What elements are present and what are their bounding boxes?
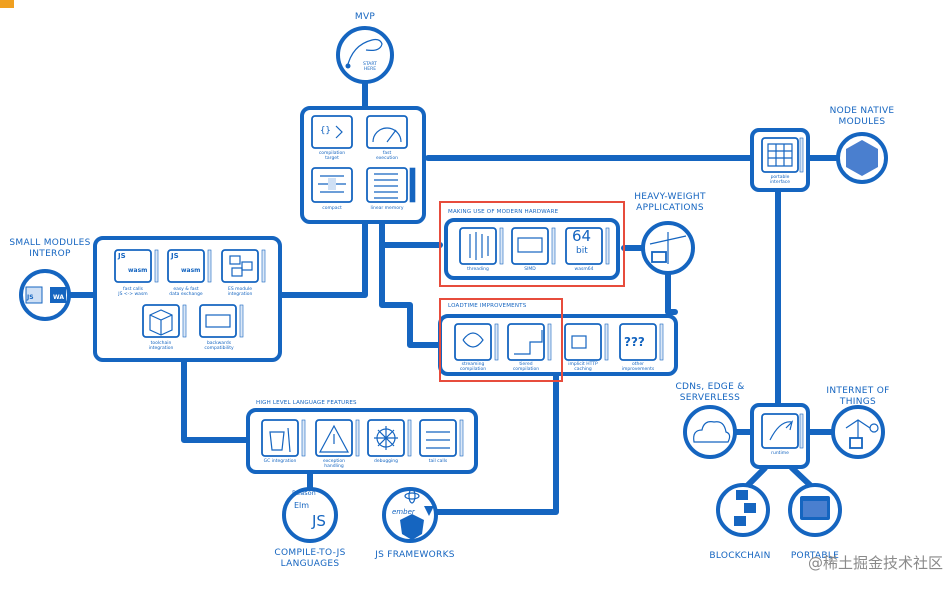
- heavy-weight-circle: [641, 221, 695, 275]
- mvp-circle: [336, 26, 394, 84]
- caption-fast-execution: fast execution: [376, 151, 398, 161]
- label-node-native: NODE NATIVE MODULES: [829, 106, 895, 127]
- wasm-icon-text: wasm: [128, 267, 148, 274]
- section-high-level: HIGH LEVEL LANGUAGE FEATURES: [256, 400, 357, 406]
- caption-simd: SIMD: [524, 267, 536, 272]
- js-icon-text-2: JS: [171, 252, 179, 260]
- caption-backwards: backwards compatibility: [204, 341, 234, 351]
- caption-debugging: debugging: [373, 459, 398, 464]
- qqq-icon-text: ???: [624, 335, 645, 349]
- caption-wasm64: wasm64: [574, 267, 594, 272]
- js-big-text: JS: [312, 512, 326, 530]
- js-frameworks-circle: [382, 487, 438, 543]
- section-modern-hardware: MAKING USE OF MODERN HARDWARE: [448, 209, 559, 215]
- mvp-box: {}: [300, 106, 426, 224]
- wasm-icon-text-2: wasm: [181, 267, 201, 274]
- js-icon-text: JS: [118, 252, 126, 260]
- label-portable: PORTABLE: [790, 551, 840, 561]
- wa-interop-text: WA: [53, 294, 64, 301]
- caption-implicit-http: implicit HTTP caching: [568, 362, 598, 372]
- loadtime-group: [438, 298, 678, 382]
- label-compile-to-js: COMPILE-TO-JS LANGUAGES: [274, 548, 346, 569]
- svg-text:{}: {}: [320, 126, 331, 136]
- caption-easy-data: easy & fast data exchange: [169, 287, 203, 297]
- caption-tail-calls: tail calls: [428, 459, 448, 464]
- reason-text: Reason: [292, 489, 316, 497]
- label-small-modules: SMALL MODULES INTEROP: [9, 238, 91, 259]
- elm-text: Elm: [294, 501, 310, 510]
- label-heavy-weight: HEAVY-WEIGHT APPLICATIONS: [634, 192, 706, 213]
- small-modules-circle: [19, 269, 71, 321]
- caption-portable-interface: portable interface: [769, 175, 791, 185]
- caption-runtime: runtime: [771, 451, 789, 456]
- section-loadtime: LOADTIME IMPROVEMENTS: [448, 303, 527, 309]
- watermark: @稀土掘金技术社区: [807, 554, 943, 572]
- label-mvp: MVP: [354, 12, 376, 22]
- blockchain-circle: [716, 483, 770, 537]
- caption-start-here: START HERE: [363, 62, 377, 72]
- node-native-circle: [836, 132, 888, 184]
- cdns-circle: [683, 405, 737, 459]
- caption-fast-calls: fast calls JS <-> wasm: [118, 287, 148, 297]
- portable-circle: [788, 483, 842, 537]
- ember-text: ember: [392, 508, 415, 516]
- label-cdns: CDNs, EDGE & SERVERLESS: [675, 382, 745, 403]
- runtime-box: [750, 403, 810, 469]
- caption-es-module: ES module integration: [227, 287, 253, 297]
- iot-circle: [831, 405, 885, 459]
- label-blockchain: BLOCKCHAIN: [709, 551, 771, 561]
- caption-exception: exception handling: [323, 459, 345, 469]
- caption-compile-target: compilation target: [318, 151, 346, 161]
- caption-toolchain: toolchain integration: [148, 341, 174, 351]
- high-level-features-box: [246, 408, 478, 474]
- caption-compact: compact: [322, 206, 342, 211]
- js-interop-text: JS: [27, 294, 34, 301]
- caption-linear-memory: linear memory: [370, 206, 404, 211]
- connector-lines: [65, 79, 843, 515]
- label-js-frameworks: JS FRAMEWORKS: [375, 550, 455, 560]
- node-native-box: [750, 128, 810, 192]
- small-modules-box: [93, 236, 282, 362]
- bit64-top-text: 64: [572, 227, 592, 245]
- compile-to-js-circle: [282, 487, 338, 543]
- modern-hardware-group: [439, 201, 625, 287]
- caption-streaming: streaming compilation: [459, 362, 487, 372]
- caption-other-improvements: other improvements: [621, 362, 655, 372]
- caption-gc: GC integration: [263, 459, 297, 464]
- label-iot: INTERNET OF THINGS: [826, 386, 890, 407]
- caption-tiered: tiered compilation: [512, 362, 540, 372]
- bit64-bottom-text: bit: [576, 246, 588, 256]
- caption-threading: threading: [467, 267, 489, 272]
- corner-mark: [0, 0, 14, 8]
